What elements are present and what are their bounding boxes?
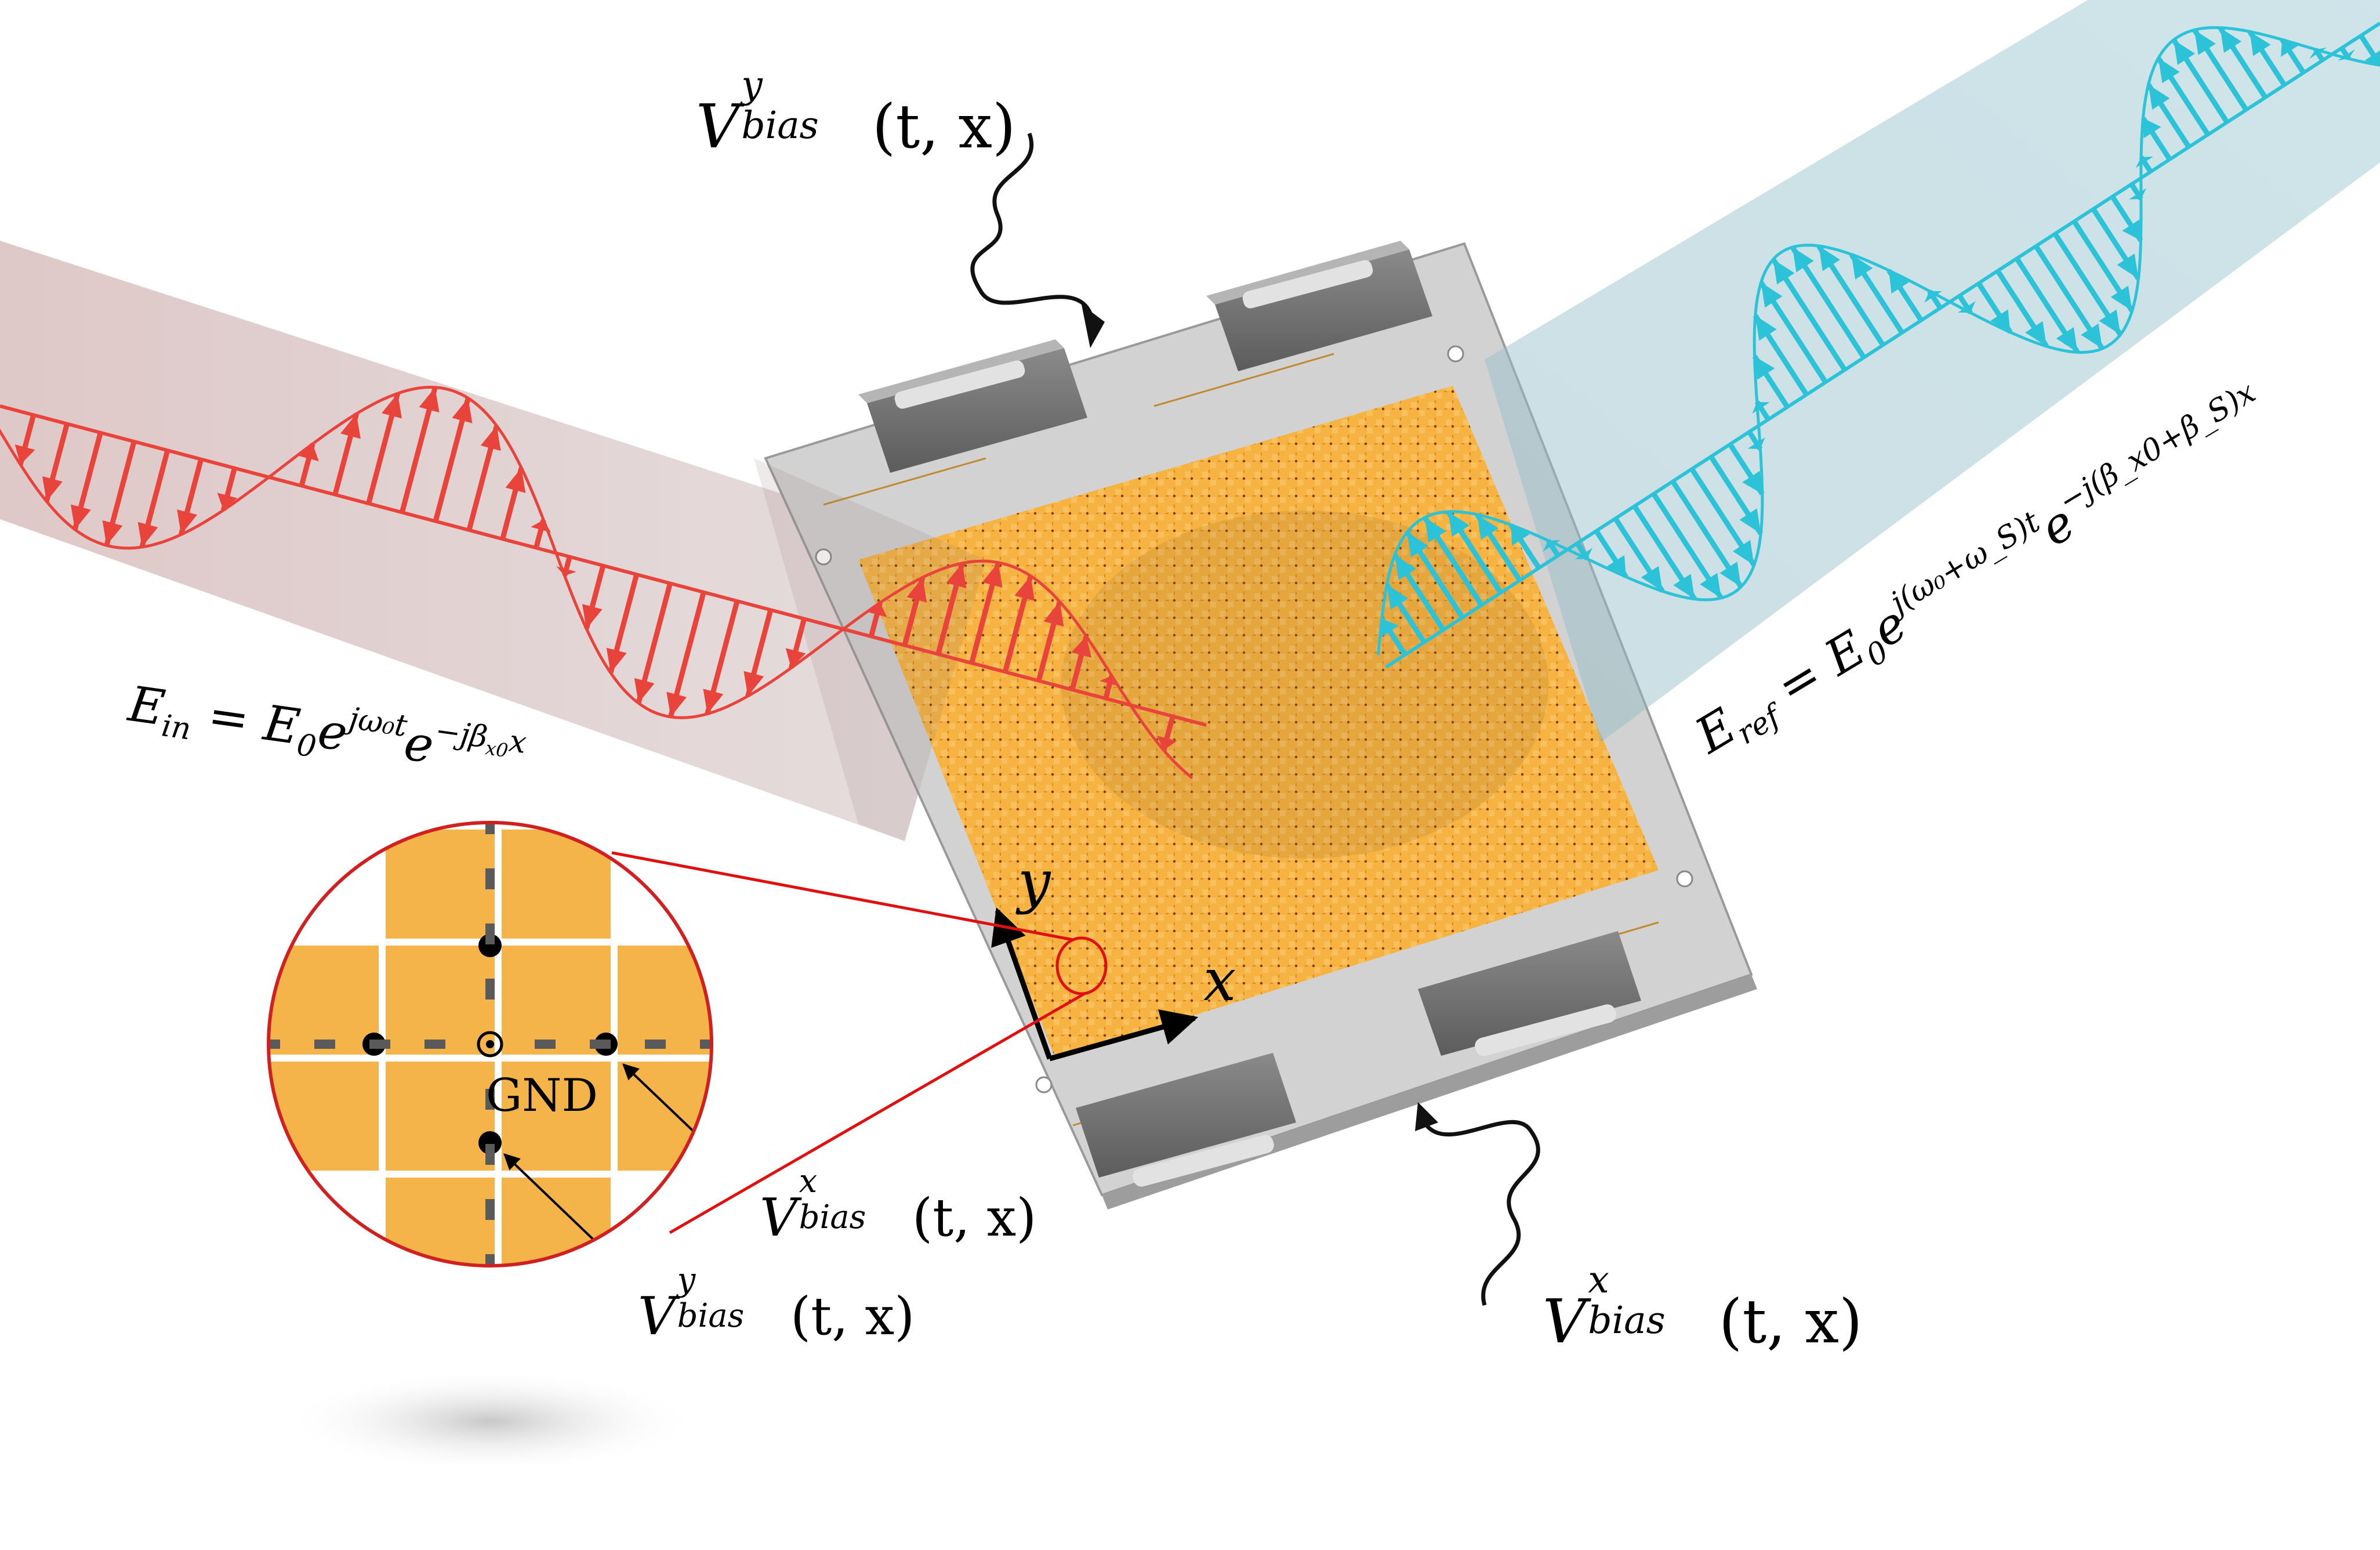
bias-squiggle-bottom (1427, 1122, 1538, 1305)
vbias-x-inset-sup: x (799, 1165, 817, 1198)
unit-cell-patch (270, 1178, 379, 1287)
bias-line-dash (645, 1040, 666, 1049)
unit-cell-patch (502, 946, 611, 1055)
axis-y-label: y (1018, 853, 1051, 911)
unit-cell-patch (734, 946, 843, 1055)
unit-cell-patch (502, 830, 611, 939)
unit-cell-patch (154, 1062, 263, 1171)
bias-line-dash (369, 1040, 390, 1049)
e-in-exp1: e (314, 702, 351, 762)
vbias-y-top-sup: y (741, 67, 762, 104)
unit-cell-patch (734, 1062, 843, 1171)
unit-cell-patch (386, 1178, 495, 1287)
vbias-y-top-sub: bias (741, 107, 818, 144)
vbias-x-bottom-args: (t, x) (1719, 1286, 1863, 1357)
unit-cell-patch (386, 830, 495, 939)
unit-cell-patch (154, 946, 263, 1055)
e-in-e0-sub: 0 (295, 727, 318, 765)
vbias-x-inset-v: V (760, 1187, 797, 1248)
axis-x-label: x (1203, 951, 1236, 1009)
gnd-via-center (486, 1040, 494, 1048)
gnd-label: GND (486, 1073, 598, 1118)
bias-line-dash (485, 924, 495, 944)
vbias-y-inset-v: V (638, 1286, 676, 1347)
vbias-y-top-args: (t, x) (872, 91, 1016, 162)
unit-cell-patch (386, 946, 495, 1055)
inset-shadow (281, 1369, 699, 1473)
bias-line-dash (314, 1040, 335, 1049)
e-in-subscript: in (159, 708, 193, 747)
vbias-y-inset-sub: bias (677, 1300, 744, 1332)
bias-line-dash (485, 1199, 495, 1220)
vbias-y-inset-sup: y (677, 1264, 696, 1297)
vbias-y-inset-args: (t, x) (790, 1286, 915, 1347)
bias-line-dash (535, 1040, 556, 1049)
vbias-x-bottom-v: V (1543, 1286, 1586, 1357)
e-in-exp2-power: −jβ (433, 714, 489, 755)
vbias-y-top-v: V (696, 91, 739, 162)
unit-cell-patch (154, 1294, 263, 1403)
bias-line-dash (590, 1040, 611, 1049)
vbias-x-bottom-sup: x (1588, 1262, 1609, 1299)
unit-cell-patch (618, 830, 727, 939)
vbias-x-inset-args: (t, x) (912, 1187, 1036, 1248)
unit-cell-patch (154, 830, 263, 939)
unit-cell-patch (502, 1178, 611, 1287)
bias-line-dash (485, 868, 495, 889)
unit-cell-patch (154, 1178, 263, 1287)
unit-cell-patch (386, 1062, 495, 1171)
e-in-equals: = E (189, 685, 303, 756)
unit-cell-patch (270, 1062, 379, 1171)
e-in-exp1-power: jω₀t (347, 701, 409, 744)
bias-arrowhead-bottom (1415, 1102, 1438, 1131)
unit-cell-patch (270, 830, 379, 939)
unit-cell-patch (734, 830, 843, 939)
e-in-exp2-sub: x0 (484, 737, 510, 762)
bias-arrowhead-top (1082, 305, 1105, 348)
bias-line-dash (485, 979, 495, 999)
vbias-x-inset-sub: bias (799, 1201, 866, 1234)
vbias-x-bottom-sub: bias (1588, 1302, 1665, 1339)
bias-line-dash (485, 1144, 495, 1165)
bias-line-dash (425, 1040, 445, 1049)
